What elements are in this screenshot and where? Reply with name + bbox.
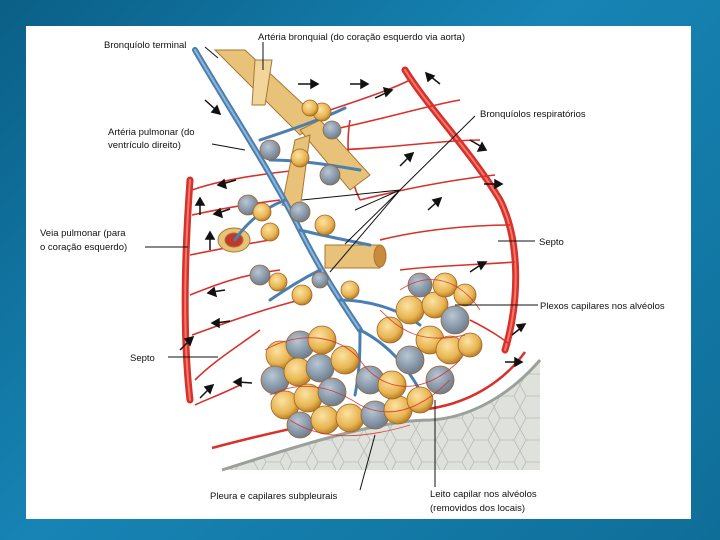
arteriole-network [189, 79, 516, 406]
arrow-icon [199, 383, 215, 399]
label-capillary-bed-line2: (removidos dos locais) [430, 503, 525, 514]
label-pulmonary-vein-line1: Veia pulmonar (para [40, 228, 126, 239]
label-terminal-bronchiole: Bronquíolo terminal [104, 40, 186, 51]
arrow-icon [210, 317, 231, 329]
label-capillary-bed-line1: Leito capilar nos alvéolos [430, 489, 537, 500]
arrow-icon [505, 356, 524, 368]
label-pulmonary-artery-line1: Artéria pulmonar (do [108, 127, 195, 138]
flow-arrows [179, 71, 527, 399]
arrow-icon [206, 286, 226, 298]
label-bronchial-artery: Artéria bronquial (do coração esquerdo v… [258, 32, 465, 43]
arrow-icon [469, 139, 488, 152]
label-pulmonary-vein-line2: o coração esquerdo) [40, 242, 127, 253]
leader-lines [145, 42, 538, 491]
arrow-icon [216, 178, 237, 190]
arrow-icon [350, 78, 370, 90]
arrow-icon [194, 196, 206, 215]
septum-vessels [181, 66, 520, 404]
label-alveolar-plexus: Plexos capilares nos alvéolos [540, 301, 665, 312]
label-septum-right: Septo [539, 237, 564, 248]
arrow-icon [424, 71, 441, 85]
arrow-icon [469, 261, 488, 273]
label-septum-left: Septo [130, 353, 155, 364]
label-respiratory-bronchioles: Bronquíolos respiratórios [480, 109, 586, 120]
arrow-icon [232, 376, 253, 388]
arrow-icon [374, 86, 394, 99]
arrow-icon [179, 335, 195, 351]
alveolar-sac-cluster [260, 272, 483, 439]
figure-labels: Bronquíolo terminal Artéria bronquial (d… [40, 32, 665, 514]
arrow-icon [212, 207, 231, 219]
label-pleura: Pleura e capilares subpleurais [210, 491, 338, 502]
arrow-icon [427, 196, 443, 211]
arrow-icon [511, 323, 527, 336]
arrow-icon [298, 78, 320, 90]
arrow-icon [204, 99, 222, 116]
arrow-icon [399, 151, 415, 167]
arrow-icon [204, 230, 216, 250]
arrow-icon [484, 178, 504, 190]
alveolar-clusters-upper [237, 99, 360, 306]
label-pulmonary-artery-line2: ventrículo direito) [108, 140, 181, 151]
capillary-mesh [264, 279, 481, 437]
